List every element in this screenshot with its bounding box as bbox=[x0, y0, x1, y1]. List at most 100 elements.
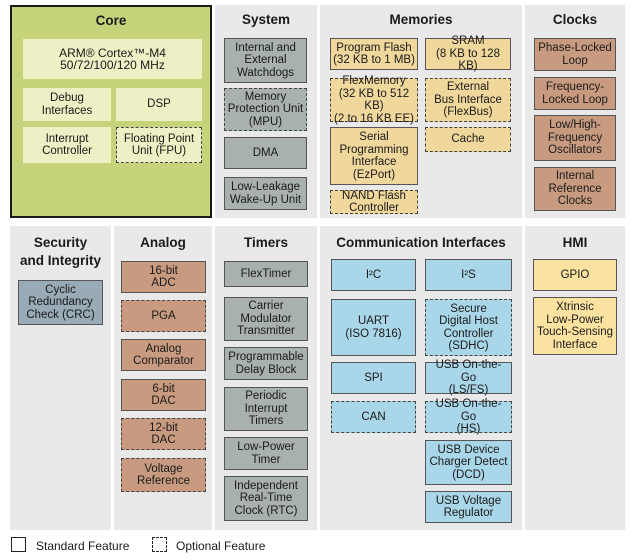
external-bus-box: External Bus Interface (FlexBus) bbox=[425, 78, 511, 122]
dma-label: DMA bbox=[252, 146, 279, 159]
security-panel: Security and Integrity Cyclic Redundancy… bbox=[10, 226, 111, 530]
can-box: CAN bbox=[331, 401, 416, 433]
usb-voltage-regulator-box: USB Voltage Regulator bbox=[425, 491, 512, 523]
can-label: CAN bbox=[361, 410, 386, 423]
dma-box: DMA bbox=[224, 137, 307, 169]
pll-box: Phase-Locked Loop bbox=[534, 38, 616, 71]
timers-panel: Timers FlexTimer Carrier Modulator Trans… bbox=[215, 226, 317, 530]
fll-box: Frequency- Locked Loop bbox=[534, 77, 616, 110]
program-flash-label: Program Flash (32 KB to 1 MB) bbox=[333, 41, 415, 67]
i2c-box: I²C bbox=[331, 259, 416, 291]
system-panel: System Internal and External Watchdogs M… bbox=[215, 5, 317, 218]
hmi-title: HMI bbox=[562, 235, 588, 250]
system-title: System bbox=[241, 12, 291, 27]
usb-otg-hs-label: USB On-the-Go (HS) bbox=[435, 398, 502, 436]
dsp-label: DSP bbox=[147, 98, 171, 111]
spi-box: SPI bbox=[331, 362, 416, 394]
gpio-box: GPIO bbox=[533, 259, 617, 291]
optional-feature-label: Optional Feature bbox=[176, 539, 266, 553]
uart-label: UART (ISO 7816) bbox=[345, 315, 402, 340]
low-power-timer-box: Low-Power Timer bbox=[224, 437, 308, 470]
touch-sensing-label: Xtrinsic Low-Power Touch-Sensing Interfa… bbox=[536, 301, 614, 351]
ezport-box: Serial Programming Interface (EzPort) bbox=[330, 127, 418, 185]
nand-flash-box: NAND Flash Controller bbox=[330, 190, 418, 214]
sdhc-label: Secure Digital Host Controller (SDHC) bbox=[439, 302, 498, 353]
debug-interfaces-box: Debug Interfaces bbox=[23, 88, 111, 121]
analog-title: Analog bbox=[140, 235, 186, 250]
crc-box: Cyclic Redundancy Check (CRC) bbox=[18, 280, 103, 325]
periodic-timers-box: Periodic Interrupt Timers bbox=[224, 387, 308, 431]
voltage-reference-label: Voltage Reference bbox=[136, 462, 191, 488]
flexmemory-box: FlexMemory (32 KB to 512 KB) (2 to 16 KB… bbox=[330, 75, 418, 125]
touch-sensing-box: Xtrinsic Low-Power Touch-Sensing Interfa… bbox=[533, 297, 617, 355]
external-bus-label: External Bus Interface (FlexBus) bbox=[434, 81, 502, 119]
dac-6bit-label: 6-bit DAC bbox=[151, 382, 176, 408]
wakeup-unit-label: Low-Leakage Wake-Up Unit bbox=[229, 181, 302, 206]
watchdogs-label: Internal and External Watchdogs bbox=[235, 41, 296, 79]
core-panel: Core ARM® Cortex™-M4 50/72/100/120 MHz D… bbox=[10, 5, 212, 218]
delay-block-label: Programmable Delay Block bbox=[228, 351, 304, 376]
timers-title: Timers bbox=[243, 235, 289, 250]
usb-otg-hs-box: USB On-the-Go (HS) bbox=[425, 398, 512, 436]
oscillators-label: Low/High- Frequency Oscillators bbox=[547, 119, 603, 157]
standard-feature-swatch bbox=[11, 537, 26, 552]
program-flash-box: Program Flash (32 KB to 1 MB) bbox=[330, 38, 418, 70]
dac-12bit-label: 12-bit DAC bbox=[149, 421, 178, 447]
sdhc-box: Secure Digital Host Controller (SDHC) bbox=[425, 299, 512, 356]
comm-title: Communication Interfaces bbox=[336, 235, 506, 250]
low-power-timer-label: Low-Power Timer bbox=[237, 441, 295, 466]
cache-label: Cache bbox=[451, 133, 485, 146]
flextimer-label: FlexTimer bbox=[240, 267, 292, 280]
usb-otg-lsfs-box: USB On-the-Go (LS/FS) bbox=[425, 359, 512, 397]
voltage-reference-box: Voltage Reference bbox=[121, 458, 206, 492]
fll-label: Frequency- Locked Loop bbox=[542, 81, 608, 106]
usb-otg-lsfs-label: USB On-the-Go (LS/FS) bbox=[435, 359, 502, 397]
adc-label: 16-bit ADC bbox=[149, 264, 178, 290]
sram-box: SRAM (8 KB to 128 KB) bbox=[425, 35, 511, 73]
clocks-panel: Clocks Phase-Locked Loop Frequency- Lock… bbox=[525, 5, 625, 218]
cpu-label: ARM® Cortex™-M4 50/72/100/120 MHz bbox=[59, 45, 166, 72]
i2s-box: I²S bbox=[425, 259, 512, 291]
security-title: Security and Integrity bbox=[19, 235, 101, 268]
gpio-label: GPIO bbox=[560, 268, 590, 281]
rtc-box: Independent Real-Time Clock (RTC) bbox=[224, 476, 308, 521]
memories-panel: Memories Program Flash (32 KB to 1 MB) S… bbox=[320, 5, 522, 218]
fpu-box: Floating Point Unit (FPU) bbox=[116, 127, 202, 163]
carrier-modulator-box: Carrier Modulator Transmitter bbox=[224, 297, 308, 341]
uart-box: UART (ISO 7816) bbox=[331, 299, 416, 356]
memories-title: Memories bbox=[389, 12, 453, 27]
adc-box: 16-bit ADC bbox=[121, 261, 206, 293]
ezport-label: Serial Programming Interface (EzPort) bbox=[339, 131, 409, 181]
optional-feature-swatch bbox=[152, 537, 167, 552]
flextimer-box: FlexTimer bbox=[224, 261, 308, 287]
usb-dcd-box: USB Device Charger Detect (DCD) bbox=[425, 440, 512, 485]
fpu-label: Floating Point Unit (FPU) bbox=[123, 132, 195, 158]
carrier-modulator-label: Carrier Modulator Transmitter bbox=[237, 300, 295, 338]
dsp-box: DSP bbox=[116, 88, 202, 121]
pga-box: PGA bbox=[121, 300, 206, 332]
i2s-label: I²S bbox=[461, 268, 476, 281]
oscillators-box: Low/High- Frequency Oscillators bbox=[534, 115, 616, 161]
watchdogs-box: Internal and External Watchdogs bbox=[224, 38, 307, 83]
delay-block-box: Programmable Delay Block bbox=[224, 347, 308, 380]
usb-voltage-regulator-label: USB Voltage Regulator bbox=[435, 494, 502, 520]
interrupt-controller-label: Interrupt Controller bbox=[42, 132, 92, 158]
wakeup-unit-box: Low-Leakage Wake-Up Unit bbox=[224, 177, 307, 210]
i2c-label: I²C bbox=[365, 268, 382, 281]
cpu-box: ARM® Cortex™-M4 50/72/100/120 MHz bbox=[23, 39, 202, 79]
crc-label: Cyclic Redundancy Check (CRC) bbox=[26, 283, 95, 321]
sram-label: SRAM (8 KB to 128 KB) bbox=[436, 35, 500, 73]
mpu-label: Memory Protection Unit (MPU) bbox=[227, 90, 304, 128]
dac-6bit-box: 6-bit DAC bbox=[121, 379, 206, 411]
analog-comparator-label: Analog Comparator bbox=[133, 342, 194, 368]
interrupt-controller-box: Interrupt Controller bbox=[23, 127, 111, 163]
nand-flash-label: NAND Flash Controller bbox=[342, 189, 406, 215]
flexmemory-label: FlexMemory (32 KB to 512 KB) (2 to 16 KB… bbox=[334, 75, 414, 125]
analog-comparator-box: Analog Comparator bbox=[121, 339, 206, 371]
comm-panel: Communication Interfaces I²C I²S UART (I… bbox=[320, 226, 522, 530]
pll-label: Phase-Locked Loop bbox=[538, 42, 612, 67]
usb-dcd-label: USB Device Charger Detect (DCD) bbox=[429, 443, 508, 481]
clocks-title: Clocks bbox=[552, 12, 598, 27]
standard-feature-label: Standard Feature bbox=[36, 539, 130, 553]
analog-panel: Analog 16-bit ADC PGA Analog Comparator … bbox=[114, 226, 212, 530]
